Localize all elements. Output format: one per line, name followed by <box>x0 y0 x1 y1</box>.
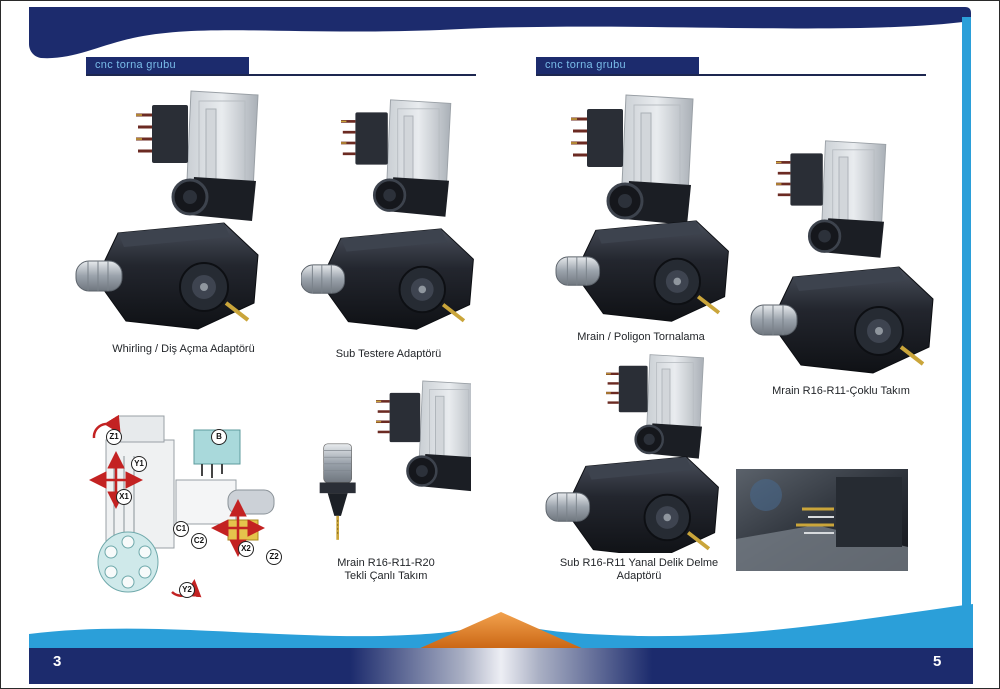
axis-label-z1: Z1 <box>106 429 122 445</box>
figure-axis-diagram: Z1 Y1 X1 B C1 C2 X2 Z2 Y2 <box>76 396 286 606</box>
whirling-adapter-photo <box>74 89 260 331</box>
right-page-header-label: cnc torna grubu <box>545 59 626 71</box>
left-header-underline <box>86 74 476 76</box>
caption-multi-tool: Mrain R16-R11-Çoklu Takım <box>772 385 910 397</box>
axis-label-c1: C1 <box>173 521 189 537</box>
polygon-turning-photo <box>554 93 731 324</box>
figure-whirling-adapter <box>71 89 296 339</box>
axis-label-y2: Y2 <box>179 582 195 598</box>
axis-label-b: B <box>211 429 227 445</box>
right-page-number: 5 <box>933 653 942 670</box>
single-tool-photo <box>318 379 471 542</box>
caption-single-tool-line1: Mrain R16-R11-R20 <box>337 557 435 569</box>
left-page-header-bar: cnc torna grubu <box>86 57 249 74</box>
lateral-drilling-photo <box>544 353 721 553</box>
left-page-header-label: cnc torna grubu <box>95 59 176 71</box>
figure-polygon-turning <box>546 93 736 328</box>
caption-whirling-adapter: Whirling / Diş Açma Adaptörü <box>112 343 255 355</box>
caption-single-tool-line2: Tekli Çanlı Takım <box>344 570 428 582</box>
figure-sub-saw-adapter <box>301 93 476 343</box>
axis-label-c2: C2 <box>191 533 207 549</box>
right-page-header-bar: cnc torna grubu <box>536 57 699 74</box>
bottom-wave-decoration <box>29 604 973 684</box>
figure-single-tool <box>301 379 471 557</box>
figure-machine-interior <box>736 469 908 571</box>
axis-label-x1: X1 <box>116 489 132 505</box>
top-wave-decoration <box>29 7 971 59</box>
right-edge-strip <box>962 17 971 607</box>
sub-saw-adapter-photo <box>301 98 476 332</box>
figure-multi-tool <box>741 139 941 379</box>
axis-label-z2: Z2 <box>266 549 282 565</box>
caption-sub-saw-adapter: Sub Testere Adaptörü <box>335 348 442 360</box>
caption-polygon-turning: Mrain / Poligon Tornalama <box>577 331 705 343</box>
axis-label-x2: X2 <box>238 541 254 557</box>
axis-label-y1: Y1 <box>131 456 147 472</box>
caption-lateral-drilling: Sub R16-R11 Yanal Delik Delme Adaptörü <box>529 557 749 583</box>
axis-diagram-drawing <box>89 414 275 598</box>
caption-lateral-drilling-line2: Adaptörü <box>616 570 662 582</box>
multi-tool-photo <box>749 139 935 375</box>
figure-lateral-drilling <box>541 353 736 553</box>
left-page-number: 3 <box>53 653 62 670</box>
caption-single-tool: Mrain R16-R11-R20 Tekli Çanlı Takım <box>296 557 476 583</box>
machine-interior-photo <box>736 469 908 571</box>
caption-lateral-drilling-line1: Sub R16-R11 Yanal Delik Delme <box>559 557 719 569</box>
right-header-underline <box>536 74 926 76</box>
